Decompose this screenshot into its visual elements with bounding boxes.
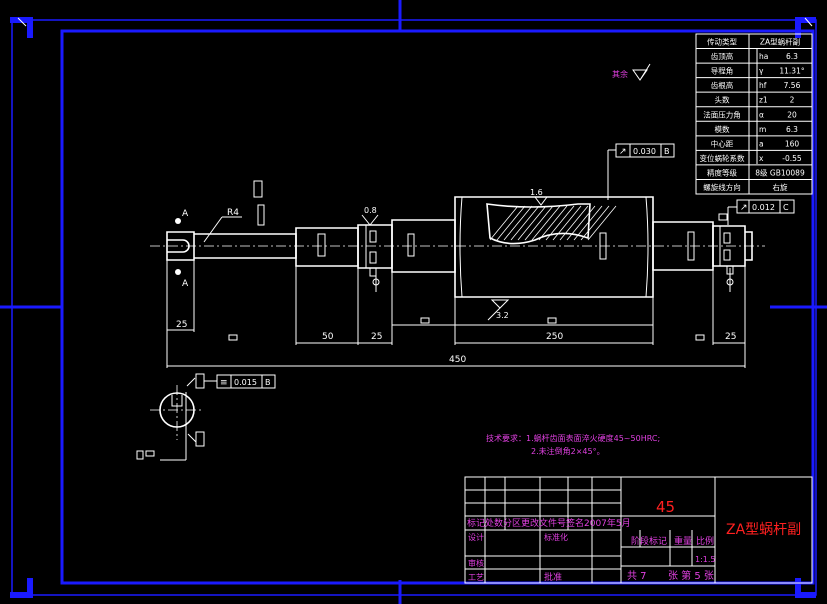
hatch-line — [510, 205, 540, 241]
param-value: ZA型蜗杆副 — [760, 37, 800, 47]
param-label: 精度等级 — [707, 167, 737, 177]
dim-250: 250 — [546, 332, 563, 342]
hatch-line — [496, 205, 526, 241]
tol-right-value: 0.012 — [752, 203, 775, 212]
tb-review: 审核 — [468, 558, 484, 568]
hatch-line — [517, 205, 547, 241]
material: 45 — [656, 498, 675, 516]
roughness-note: 其余 — [612, 63, 651, 81]
tech-line-1: 技术要求：1.蜗杆齿面表面淬火硬度45~50HRC; — [486, 433, 660, 443]
param-symbol: ha — [759, 52, 768, 61]
tech-line-2: 2.未注倒角2×45°。 — [531, 446, 605, 456]
dim-25-left: 25 — [176, 320, 187, 330]
tb-sheet-no: 张 第 5 张 — [668, 569, 714, 582]
param-symbol: γ — [759, 67, 764, 76]
shaft-annotations: A A R4 0.8 1.6 3.2 — [175, 180, 734, 321]
hatch-line — [566, 205, 596, 241]
dim-25-right: 25 — [725, 332, 736, 342]
tech-requirements: 技术要求：1.蜗杆齿面表面淬火硬度45~50HRC; 2.未注倒角2×45°。 — [486, 433, 660, 456]
tb-sheet-total: 共 7 — [627, 570, 647, 582]
param-value: 6.3 — [786, 52, 798, 61]
roughness-16: 1.6 — [530, 188, 543, 197]
hatch-line — [559, 205, 589, 241]
dim-25-mid: 25 — [371, 332, 382, 342]
title-block: 45 ZA型蜗杆副 标记处数分区更改文件号签名2007年5月 设计 标准化 阶段… — [464, 476, 813, 584]
hatch-line — [545, 205, 575, 241]
roughness-note-text: 其余 — [612, 69, 628, 79]
hatch-line — [489, 205, 519, 241]
tolerance-frame-top: ↗ 0.030 B — [607, 143, 675, 200]
param-label: 螺旋线方向 — [703, 182, 741, 192]
section-a-bottom: A — [182, 279, 189, 289]
param-symbol: x — [759, 154, 764, 163]
hatch-line — [552, 205, 582, 241]
param-symbol: α — [759, 110, 764, 119]
param-symbol: m — [759, 125, 766, 134]
tol-keyway-value: 0.015 — [234, 378, 257, 387]
hatch-line — [524, 205, 554, 241]
dim-450: 450 — [449, 355, 466, 365]
param-label: 齿顶高 — [711, 51, 734, 61]
radius-label: R4 — [227, 208, 239, 218]
param-symbol: z1 — [759, 96, 768, 105]
tb-standardize: 标准化 — [544, 532, 568, 542]
param-symbol: hf — [759, 81, 767, 90]
param-label: 传动类型 — [707, 37, 737, 47]
param-label: 导程角 — [711, 66, 734, 76]
tb-stage-mark: 阶段标记 — [631, 535, 667, 547]
param-label: 变位蜗轮系数 — [700, 153, 745, 163]
param-value: 2 — [790, 96, 795, 105]
tolerance-frame-right: ↗ 0.012 C — [718, 199, 795, 225]
param-label: 头数 — [715, 95, 730, 105]
param-label: 中心距 — [711, 138, 734, 148]
section-view: ≡ 0.015 B — [136, 373, 276, 461]
hatch-line — [587, 205, 617, 241]
hatch-line — [503, 205, 533, 241]
tb-scale-value: 1:1.5 — [695, 555, 716, 564]
revision-row: 标记处数分区更改文件号签名2007年5月 — [467, 517, 631, 529]
dim-50: 50 — [322, 332, 334, 342]
inner-frame — [60, 29, 815, 585]
param-label: 齿根高 — [711, 80, 734, 90]
param-value: 右旋 — [773, 182, 788, 192]
roughness-32: 3.2 — [496, 311, 509, 320]
tol-top-symbol: ↗ — [619, 147, 627, 157]
tb-process: 工艺 — [468, 573, 484, 582]
tol-top-value: 0.030 — [633, 147, 656, 156]
hatch-line — [538, 205, 568, 241]
param-label: 法面压力角 — [703, 109, 741, 119]
worm-shaft — [150, 196, 765, 298]
param-value: 160 — [785, 139, 800, 148]
dimensions: 25 50 25 250 25 450 — [166, 260, 746, 368]
tb-scale: 比例 — [696, 535, 714, 547]
tol-right-symbol: ↗ — [740, 203, 748, 213]
tol-keyway-datum: B — [265, 378, 271, 387]
param-symbol: a — [759, 139, 764, 148]
param-label: 模数 — [715, 124, 730, 134]
param-value: 8级 GB10089 — [755, 167, 805, 177]
param-value: 6.3 — [786, 125, 798, 134]
hatch-line — [580, 205, 610, 241]
param-value: 11.31° — [779, 67, 804, 76]
drawing-title: ZA型蜗杆副 — [726, 522, 801, 538]
tb-design: 设计 — [468, 532, 484, 542]
roughness-08: 0.8 — [364, 206, 377, 215]
hatch-line — [531, 205, 561, 241]
tol-right-datum: C — [783, 203, 789, 212]
tb-approve: 批准 — [544, 571, 562, 583]
param-value: 7.56 — [784, 81, 801, 90]
tol-top-datum: B — [664, 147, 670, 156]
tb-weight: 重量 — [674, 535, 692, 547]
param-value: -0.55 — [782, 154, 802, 163]
section-a-top: A — [182, 209, 189, 219]
tol-keyway-symbol: ≡ — [220, 378, 228, 388]
hatch-line — [573, 205, 603, 241]
param-value: 20 — [787, 110, 797, 119]
